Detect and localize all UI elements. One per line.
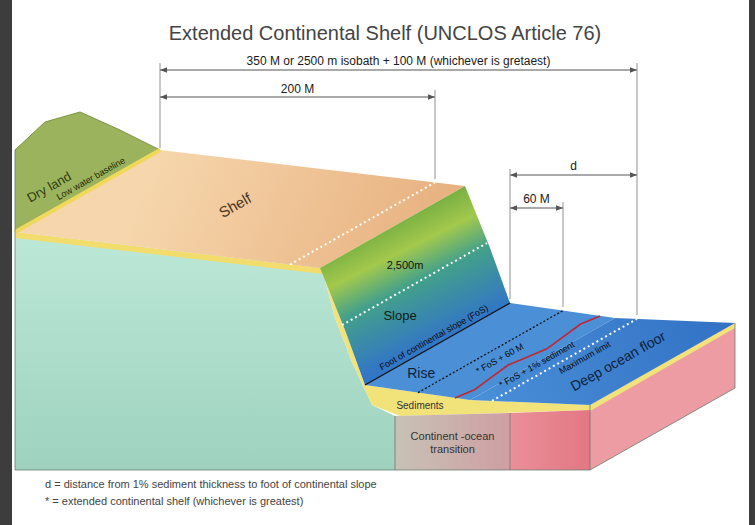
zone-label: Continent -ocean transition	[403, 430, 503, 456]
dimension-label: 60 M	[523, 193, 550, 205]
frame-bar	[749, 0, 755, 525]
title: Extended Continental Shelf (UNCLOS Artic…	[169, 23, 601, 43]
dimension-label-text: 200 M	[281, 82, 314, 96]
dimension-label-text: 350 M or 2500 m isobath + 100 M (whichev…	[247, 54, 551, 68]
block-outline	[15, 150, 735, 470]
extension-line	[637, 63, 638, 315]
dimension-line	[160, 97, 435, 98]
depth-label-text: 2,500m	[387, 259, 424, 271]
extension-line	[435, 90, 436, 179]
dimension-label: 200 M	[281, 83, 314, 95]
zone-divider	[395, 416, 396, 470]
dry-land	[15, 112, 160, 232]
extension-line	[563, 202, 564, 307]
oceanic-crust	[510, 410, 590, 470]
deep-ocean-surface	[470, 318, 735, 405]
dimension-line	[160, 70, 637, 71]
dry-land-ridge	[15, 112, 160, 150]
dimension-label-text: d	[570, 159, 577, 173]
dimension-line	[510, 208, 563, 209]
dimension-label: d	[570, 160, 577, 172]
extension-line	[510, 169, 511, 299]
dimension-label-text: 60 M	[523, 192, 550, 206]
frame-bar	[0, 0, 12, 525]
low-water-baseline	[15, 150, 160, 232]
note: * = extended continental shelf (whicheve…	[45, 496, 303, 507]
extension-line	[160, 63, 161, 148]
title-text: Extended Continental Shelf (UNCLOS Artic…	[169, 22, 601, 44]
layer-label-text: Sediments	[396, 400, 443, 411]
note: d = distance from 1% sediment thickness …	[45, 479, 377, 490]
region-label-text: Slope	[383, 308, 416, 323]
dimension-label: 350 M or 2500 m isobath + 100 M (whichev…	[247, 55, 551, 67]
zone-divider	[510, 413, 511, 470]
dimension-line	[510, 175, 637, 176]
note-text: * = extended continental shelf (whicheve…	[45, 495, 303, 507]
note-text: d = distance from 1% sediment thickness …	[45, 478, 377, 490]
region-label: Rise	[407, 366, 435, 380]
layer-label: Sediments	[396, 401, 443, 411]
foot-of-slope-line	[365, 303, 510, 385]
zone-label-text: Continent -ocean transition	[411, 430, 495, 455]
region-label: Slope	[383, 309, 416, 322]
limit-200m-line	[290, 183, 435, 265]
transition-zone	[395, 413, 510, 470]
depth-label: 2,500m	[387, 260, 424, 271]
region-label-text: Rise	[407, 365, 435, 381]
